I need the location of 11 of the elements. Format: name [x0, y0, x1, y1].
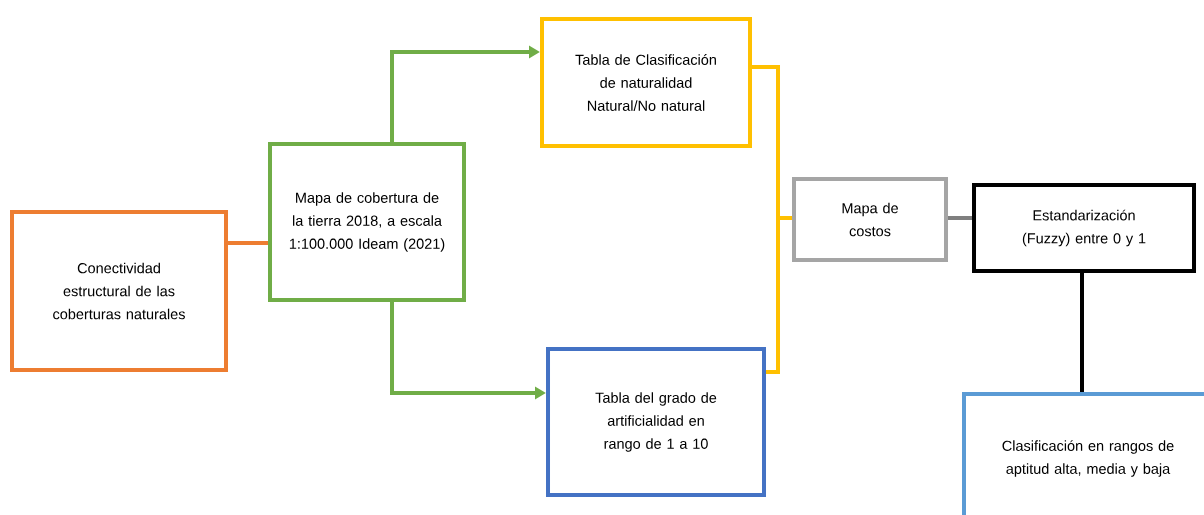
process-box: Mapa de cobertura de la tierra 2018, a escala 1:100.000 Ideam (2021): [268, 142, 466, 302]
process-box: Tabla de Clasificación de naturalidad Natural/No natural: [540, 17, 752, 148]
connector-line: [228, 241, 268, 245]
process-box: Estandarización (Fuzzy) entre 0 y 1: [972, 183, 1196, 273]
process-box: Conectividad estructural de las coberturas naturales: [10, 210, 228, 372]
connector-line: [1080, 273, 1084, 392]
bracket: [766, 216, 792, 374]
process-box: Clasificación en rangos de aptitud alta, media y baja: [962, 392, 1204, 515]
process-box: Tabla del grado de artificialidad en rango de 1 a 10: [546, 347, 766, 497]
process-box: Mapa de costos: [792, 177, 948, 262]
connector-line: [948, 216, 972, 220]
